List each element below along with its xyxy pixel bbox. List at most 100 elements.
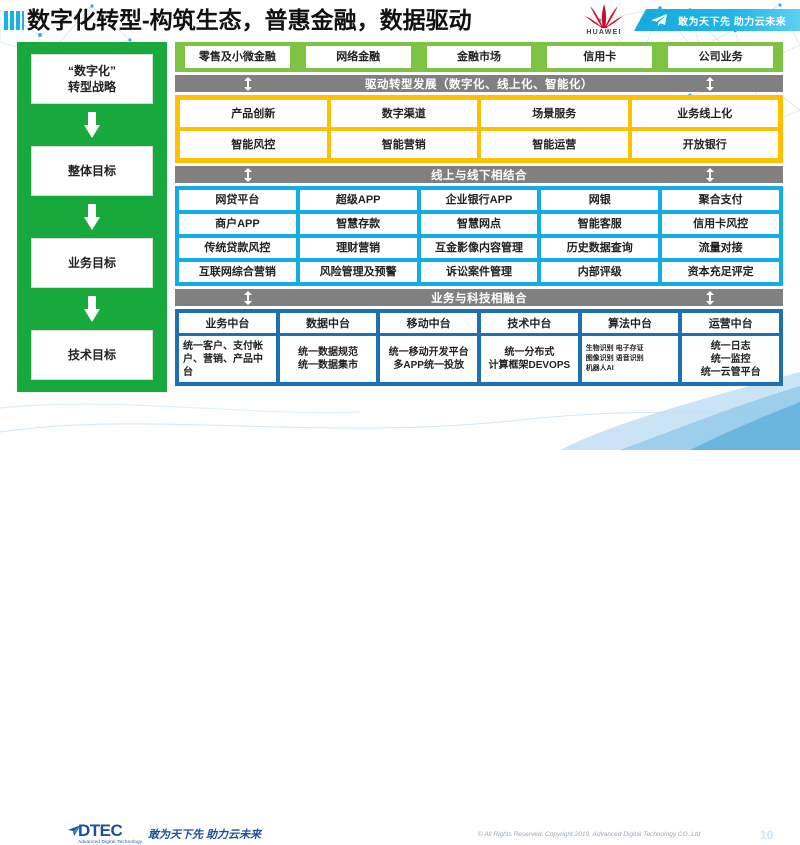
goal-cell[interactable]: 智能风控 <box>180 131 327 158</box>
platform-detail: 统一分布式计算框架DEVOPS <box>481 336 578 382</box>
app-cell[interactable]: 信用卡风控 <box>662 214 779 234</box>
layers-stack: 零售及小微金融 网络金融 金融市场 信用卡 公司业务 驱动转型发展（数字化、线上… <box>175 42 783 392</box>
connector-bar-1: 线上与线下相结合 <box>175 166 783 183</box>
app-cell[interactable]: 商户APP <box>179 214 296 234</box>
platform-detail: 统一客户、支付帐户、营销、产品中台 <box>179 336 276 382</box>
platform-grid: 业务中台 统一客户、支付帐户、营销、产品中台 数据中台 统一数据规范统一数据集市… <box>179 313 780 382</box>
up-down-arrow-icon <box>243 168 253 182</box>
platform-title: 数据中台 <box>279 313 377 333</box>
app-cell[interactable]: 智能客服 <box>541 214 659 234</box>
dtec-tagline: Advanced Digital Technology <box>78 839 143 844</box>
business-lines-row: 零售及小微金融 网络金融 金融市场 信用卡 公司业务 <box>179 46 779 68</box>
app-cell[interactable]: 诉讼案件管理 <box>420 262 538 282</box>
arrow-down-icon-1 <box>84 204 100 230</box>
platform-title: 业务中台 <box>179 313 276 333</box>
applications-band: 网贷平台 超级APP 企业银行APP 网银 聚合支付 商户APP 智慧存款 智慧… <box>175 186 783 286</box>
transformation-diagram: “数字化”转型战略 整体目标 业务目标 技术目标 零售及小微金融 网络金融 金融… <box>17 42 783 392</box>
connector-bar-0: 驱动转型发展（数字化、线上化、智能化） <box>175 75 783 92</box>
goal-cell[interactable]: 智能运营 <box>481 131 628 158</box>
connector-label: 业务与科技相融合 <box>431 292 527 305</box>
strategy-item-label: “数字化”转型战略 <box>67 64 116 94</box>
strategy-item-label: 整体目标 <box>67 164 116 178</box>
connector-label: 线上与线下相结合 <box>431 169 527 182</box>
copyright-text: © All Rights Reserved. Copyright 2019, A… <box>478 831 701 838</box>
strategy-item-label: 业务目标 <box>67 256 116 270</box>
platform-detail: 统一数据规范统一数据集市 <box>279 336 377 382</box>
platform-title: 移动中台 <box>380 313 478 333</box>
goal-cell[interactable]: 开放银行 <box>631 131 778 158</box>
goal-cell[interactable]: 场景服务 <box>481 100 628 127</box>
app-row: 传统贷款风控 理财营销 互金影像内容管理 历史数据查询 流量对接 <box>179 238 779 258</box>
arrow-down-icon-0 <box>84 112 100 138</box>
app-cell[interactable]: 历史数据查询 <box>541 238 659 258</box>
dtec-logo: DTEC Advanced Digital Technology <box>68 821 143 845</box>
orange-row: 产品创新 数字渠道 场景服务 业务线上化 <box>180 100 778 127</box>
up-down-arrow-icon <box>705 77 715 91</box>
app-cell[interactable]: 内部评级 <box>541 262 659 282</box>
goal-cell[interactable]: 智能营销 <box>330 131 477 158</box>
huawei-slogan-banner: 敢为天下先 助力云未来 <box>634 9 800 31</box>
platform-column-operations[interactable]: 运营中台 统一日志统一监控统一云管平台 <box>682 313 780 382</box>
goal-cell[interactable]: 业务线上化 <box>631 100 778 127</box>
platform-column-algorithm[interactable]: 算法中台 生物识别 电子存证图像识别 语音识别机器人AI <box>581 313 679 382</box>
app-row: 商户APP 智慧存款 智慧网点 智能客服 信用卡风控 <box>179 214 779 234</box>
page-footer: DTEC Advanced Digital Technology 敢为天下先 助… <box>0 400 800 844</box>
app-cell[interactable]: 智慧存款 <box>299 214 417 234</box>
app-cell[interactable]: 智慧网点 <box>420 214 538 234</box>
banner-slogan: 敢为天下先 助力云未来 <box>678 17 787 28</box>
goal-cell[interactable]: 产品创新 <box>180 100 327 127</box>
business-line-cell[interactable]: 零售及小微金融 <box>185 46 290 68</box>
strategy-item-0[interactable]: “数字化”转型战略 <box>31 54 153 104</box>
connector-label: 驱动转型发展（数字化、线上化、智能化） <box>365 78 593 91</box>
business-line-cell[interactable]: 金融市场 <box>426 46 532 68</box>
platform-column-data[interactable]: 数据中台 统一数据规范统一数据集市 <box>279 313 377 382</box>
platform-detail: 统一日志统一监控统一云管平台 <box>682 336 780 382</box>
page-header: 数字化转型-构筑生态，普惠金融，数据驱动 HUAWEI 敢为天下先 助力云未来 <box>0 0 800 40</box>
paper-plane-icon <box>651 14 667 26</box>
huawei-logo: HUAWEI <box>578 2 630 38</box>
app-cell[interactable]: 网银 <box>541 190 659 210</box>
orange-row: 智能风控 智能营销 智能运营 开放银行 <box>180 131 778 158</box>
strategy-item-label: 技术目标 <box>67 348 116 362</box>
platform-column-mobile[interactable]: 移动中台 统一移动开发平台多APP统一投放 <box>380 313 478 382</box>
up-down-arrow-icon <box>705 168 715 182</box>
business-lines-band: 零售及小微金融 网络金融 金融市场 信用卡 公司业务 <box>175 42 783 72</box>
app-cell[interactable]: 传统贷款风控 <box>179 238 296 258</box>
platform-column-business[interactable]: 业务中台 统一客户、支付帐户、营销、产品中台 <box>179 313 276 382</box>
transformation-goals-band: 产品创新 数字渠道 场景服务 业务线上化 智能风控 智能营销 智能运营 开放银行 <box>175 95 783 163</box>
strategy-item-1[interactable]: 整体目标 <box>31 146 153 196</box>
dtec-wordmark: DTEC <box>78 821 123 840</box>
business-line-cell[interactable]: 信用卡 <box>547 46 653 68</box>
platform-detail: 生物识别 电子存证图像识别 语音识别机器人AI <box>581 336 679 382</box>
huawei-flower-logo <box>585 4 623 28</box>
title-accent-stripes <box>4 11 24 30</box>
app-cell[interactable]: 互联网综合营销 <box>179 262 296 282</box>
strategy-column: “数字化”转型战略 整体目标 业务目标 技术目标 <box>17 42 167 392</box>
platform-detail: 统一移动开发平台多APP统一投放 <box>380 336 478 382</box>
app-cell[interactable]: 理财营销 <box>299 238 417 258</box>
platform-column-technology[interactable]: 技术中台 统一分布式计算框架DEVOPS <box>481 313 578 382</box>
platform-title: 技术中台 <box>481 313 578 333</box>
app-row: 网贷平台 超级APP 企业银行APP 网银 聚合支付 <box>179 190 779 210</box>
app-cell[interactable]: 流量对接 <box>662 238 779 258</box>
app-cell[interactable]: 企业银行APP <box>420 190 538 210</box>
up-down-arrow-icon <box>243 291 253 305</box>
app-cell[interactable]: 超级APP <box>299 190 417 210</box>
footer-slogan: 敢为天下先 助力云未来 <box>148 829 262 841</box>
business-line-cell[interactable]: 网络金融 <box>305 46 411 68</box>
app-cell[interactable]: 风险管理及预警 <box>299 262 417 282</box>
goal-cell[interactable]: 数字渠道 <box>330 100 477 127</box>
app-cell[interactable]: 资本充足评定 <box>662 262 779 282</box>
page-title: 数字化转型-构筑生态，普惠金融，数据驱动 <box>27 7 472 33</box>
platform-title: 算法中台 <box>581 313 679 333</box>
app-cell[interactable]: 聚合支付 <box>662 190 779 210</box>
strategy-item-3[interactable]: 技术目标 <box>31 330 153 380</box>
arrow-down-icon-2 <box>84 296 100 322</box>
app-cell[interactable]: 网贷平台 <box>179 190 296 210</box>
business-line-cell[interactable]: 公司业务 <box>668 46 773 68</box>
app-row: 互联网综合营销 风险管理及预警 诉讼案件管理 内部评级 资本充足评定 <box>179 262 779 282</box>
up-down-arrow-icon <box>243 77 253 91</box>
app-cell[interactable]: 互金影像内容管理 <box>420 238 538 258</box>
strategy-item-2[interactable]: 业务目标 <box>31 238 153 288</box>
connector-bar-2: 业务与科技相融合 <box>175 289 783 306</box>
